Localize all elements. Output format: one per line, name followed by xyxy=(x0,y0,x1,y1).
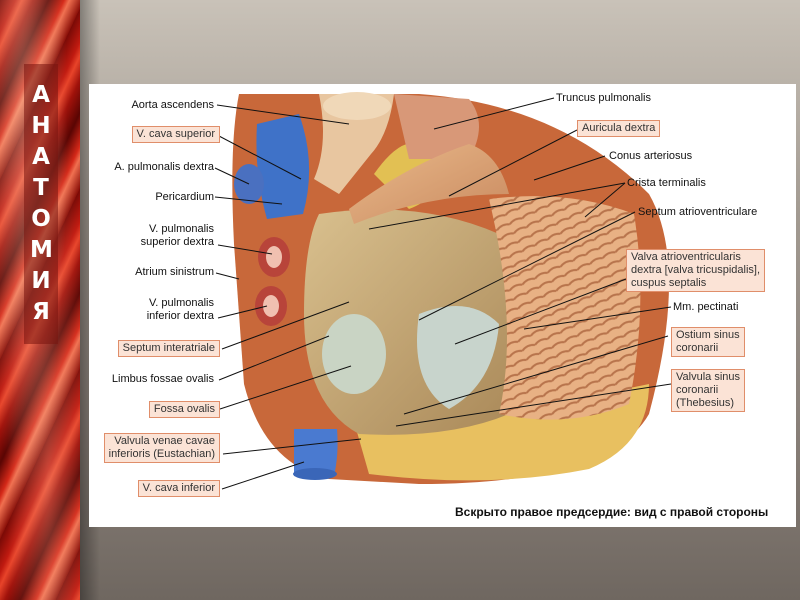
side-title: АНАТОМИЯ xyxy=(30,82,53,325)
label-v-pulmonalis-inferior-line1: V. pulmonalis xyxy=(148,297,214,309)
label-aorta-ascendens: Aorta ascendens xyxy=(131,99,214,111)
label-mm-pectinati: Mm. pectinati xyxy=(673,301,739,313)
label-limbus-fossae-ovalis: Limbus fossae ovalis xyxy=(111,373,214,385)
figure-caption: Вскрыто правое предсердие: вид с правой … xyxy=(455,505,769,519)
label-valvula-sinus-line1: Valvula sinus xyxy=(676,371,740,383)
label-valvula-venae-cavae: Valvula venae cavae inferioris (Eustachi… xyxy=(103,433,220,463)
label-valva-atrioventricularis-line2: dextra [valva tricuspidalis], xyxy=(631,264,760,276)
label-ostium-sinus-coronarii: Ostium sinus coronarii xyxy=(671,327,745,357)
heart-illustration xyxy=(214,92,672,490)
auricle-flap xyxy=(349,144,509,224)
label-truncus-pulmonalis: Truncus pulmonalis xyxy=(556,92,651,104)
label-septum-atrioventriculare: Septum atrioventriculare xyxy=(638,206,758,218)
side-title-box: АНАТОМИЯ xyxy=(24,64,58,344)
label-a-pulmonalis-dextra: A. pulmonalis dextra xyxy=(114,161,214,173)
label-v-pulmonalis-superior-line1: V. pulmonalis xyxy=(148,223,214,235)
label-v-pulmonalis-inferior-line2: inferior dextra xyxy=(146,310,214,322)
label-atrium-sinistrum: Atrium sinistrum xyxy=(135,266,214,278)
truncus-shape xyxy=(394,94,479,159)
svc-shape xyxy=(256,114,310,219)
label-valvula-sinus-line2: coronarii xyxy=(676,384,719,396)
label-crista-terminalis: Crista terminalis xyxy=(627,177,706,189)
label-auricula-dextra: Auricula dextra xyxy=(577,120,661,137)
fossa-ovalis-shape xyxy=(322,314,386,394)
leader-lines xyxy=(214,97,672,490)
label-pericardium: Pericardium xyxy=(155,191,214,203)
label-v-pulmonalis-superior-line2: superior dextra xyxy=(140,236,214,248)
label-septum-interatriale: Septum interatriale xyxy=(117,340,220,357)
label-conus-arteriosus: Conus arteriosus xyxy=(609,150,693,162)
label-v-cava-superior: V. cava superior xyxy=(131,126,220,143)
label-fossa-ovalis: Fossa ovalis xyxy=(148,401,220,418)
label-v-cava-inferior: V. cava inferior xyxy=(137,480,220,497)
anatomy-figure-panel: Aorta ascendens V. cava superior A. pulm… xyxy=(89,84,796,527)
label-valvula-sinus-coronarii: Valvula sinus coronarii (Thebesius) xyxy=(671,369,745,412)
label-valvula-sinus-line3: (Thebesius) xyxy=(676,397,735,409)
label-valva-atrioventricularis: Valva atrioventricularis dextra [valva t… xyxy=(626,249,765,292)
label-valva-atrioventricularis-line1: Valva atrioventricularis xyxy=(631,251,741,263)
label-valva-atrioventricularis-line3: cuspus septalis xyxy=(631,277,707,289)
label-valvula-venae-cavae-line1: Valvula venae cavae xyxy=(114,435,215,447)
aorta-shape xyxy=(314,94,394,194)
pectinate-wall xyxy=(489,196,641,420)
ivc-shape xyxy=(294,429,338,476)
label-ostium-sinus-line1: Ostium sinus xyxy=(676,329,740,341)
label-ostium-sinus-line2: coronarii xyxy=(676,342,719,354)
label-valvula-venae-cavae-line2: inferioris (Eustachian) xyxy=(108,448,215,460)
